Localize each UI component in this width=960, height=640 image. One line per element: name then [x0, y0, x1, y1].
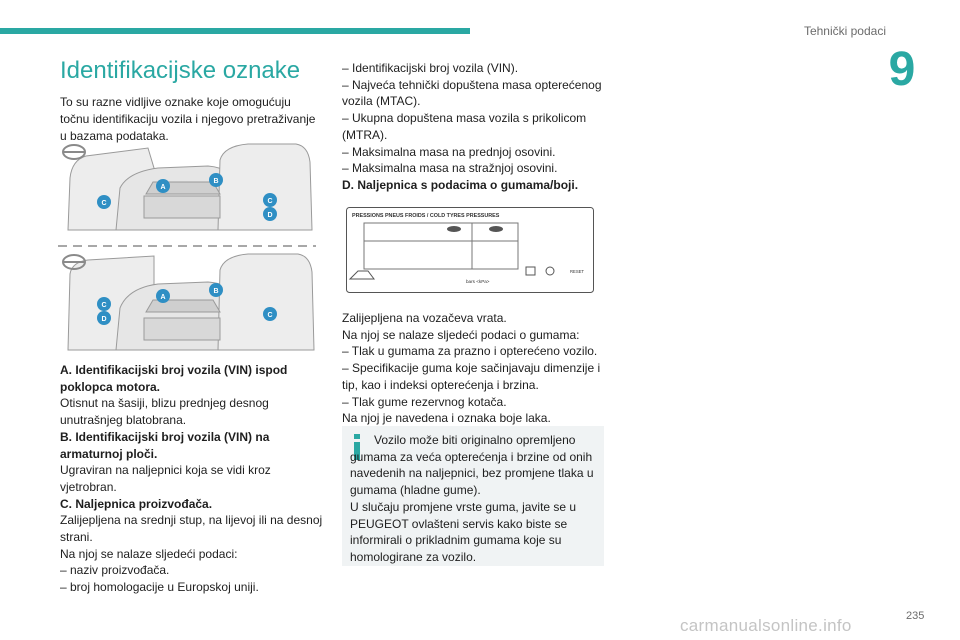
list-item: – Maksimalna masa na prednjoj osovini.: [342, 144, 556, 159]
d-heading: D. Naljepnica s podacima o gumama/boji.: [342, 177, 579, 192]
a-text: Otisnut na šasiji, blizu prednjeg desnog…: [60, 396, 269, 428]
d-list-item: – Specifikacije guma koje sačinjavaju di…: [342, 361, 601, 392]
marker-c-top-right: C: [267, 198, 272, 205]
intro-paragraph: To su razne vidljive oznake koje omoguću…: [60, 95, 316, 143]
info-icon: [354, 434, 360, 460]
d-list-item: – Tlak u gumama za prazno i opterećeno v…: [342, 344, 598, 359]
list-item: – Ukupna dopuštena masa vozila s prikoli…: [342, 111, 587, 142]
list-item: – Identifikacijski broj vozila (VIN).: [342, 61, 519, 75]
c-list-item: – broj homologacije u Europskoj uniji.: [60, 580, 259, 595]
tow-car-icon: [348, 270, 375, 280]
car-icon: [447, 226, 503, 232]
tyre-label-units: bars <kPa>: [466, 279, 490, 284]
markers-bottom: A B C C D: [97, 283, 277, 325]
book-icon: [525, 266, 536, 276]
list-item: – Maksimalna masa na stražnjoj osovini.: [342, 161, 558, 176]
steering-wheel-icon: [62, 144, 86, 160]
c-text-2: Na njoj se nalaze sljedeći podaci:: [60, 546, 238, 561]
d-text-3: Na njoj je navedena i oznaka boje laka.: [342, 411, 551, 426]
marker-b-top: B: [213, 178, 218, 185]
tyre-label-reset: RESET: [570, 269, 584, 274]
c-list-item: – naziv proizvođača.: [60, 563, 170, 578]
b-heading: B. Identifikacijski broj vozila (VIN) na…: [60, 429, 270, 461]
page-number: 235: [906, 610, 925, 622]
info-text-2: U slučaju promjene vrste guma, javite se…: [350, 499, 577, 564]
section-label: Tehnički podaci: [803, 24, 886, 38]
page-title: Identifikacijske oznake: [60, 57, 301, 84]
column-2-text: Zalijepljena na vozačeva vrata. Na njoj …: [342, 310, 617, 427]
watermark: carmanualsonline.info: [680, 616, 852, 635]
column-1-text: A. Identifikacijski broj vozila (VIN) is…: [60, 362, 330, 596]
c-heading: C. Naljepnica proizvođača.: [60, 496, 213, 511]
steering-wheel-icon-bottom: [62, 254, 86, 270]
marker-b-bottom: B: [213, 288, 218, 295]
tyre-pressure-label-figure: PRESSIONS PNEUS FROIDS / COLD TYRES PRES…: [346, 207, 594, 293]
marker-d-top: D: [267, 212, 272, 219]
chapter-number: 9: [888, 43, 916, 96]
marker-c-top-left: C: [101, 200, 106, 207]
marker-d-bottom: D: [101, 316, 106, 323]
marker-a-bottom: A: [160, 294, 165, 301]
d-text-1: Zalijepljena na vozačeva vrata.: [342, 311, 507, 325]
info-box: Vozilo može biti originalno opremljeno g…: [342, 426, 604, 566]
marker-c-bottom-right: C: [267, 312, 272, 319]
vehicle-illustration-bottom: [67, 253, 315, 351]
marker-a-top: A: [160, 184, 165, 191]
tyre-label-header: PRESSIONS PNEUS FROIDS / COLD TYRES PRES…: [352, 213, 500, 219]
b-text: Ugraviran na naljepnici koja se vidi kro…: [60, 463, 271, 494]
markers-top: A B C C D: [97, 173, 277, 221]
list-item: – Najveća tehnički dopuštena masa optere…: [342, 77, 602, 109]
c-text-1: Zalijepljena na srednji stup, na lijevoj…: [60, 513, 323, 545]
marker-c-bottom-left: C: [101, 302, 106, 309]
d-list-item: – Tlak gume rezervnog kotača.: [342, 394, 507, 409]
vehicle-identification-figure: A B C C D A B C C D: [58, 143, 316, 351]
column-2-list: – Identifikacijski broj vozila (VIN). – …: [342, 60, 617, 194]
info-text-1: Vozilo može biti originalno opremljeno g…: [350, 433, 594, 498]
top-accent-bar: [0, 28, 470, 34]
a-heading: A. Identifikacijski broj vozila (VIN) is…: [60, 363, 288, 394]
d-text-2: Na njoj se nalaze sljedeći podaci o guma…: [342, 327, 580, 342]
info-box-text: Vozilo može biti originalno opremljeno g…: [350, 432, 600, 566]
warning-icon: [545, 266, 555, 276]
